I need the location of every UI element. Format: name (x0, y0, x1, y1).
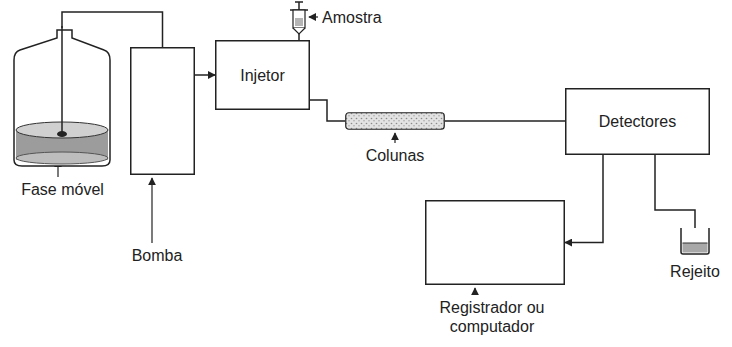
pump-box-outline (130, 47, 195, 175)
node-label: Bomba (112, 246, 202, 265)
node-label: Detectores (599, 112, 676, 131)
leader-arrow (394, 133, 395, 143)
flow-line (298, 34, 300, 40)
solvent-bottle-part (61, 26, 63, 132)
solvent-bottle: Fase móvel (12, 28, 112, 168)
pump-box-part (131, 48, 195, 175)
sample-syringe-part (298, 2, 300, 10)
node-label: Injetor (240, 66, 284, 85)
node-label: Fase móvel (5, 180, 120, 199)
flow-line (445, 120, 565, 122)
flow-line (195, 74, 215, 76)
detector-box-part (566, 89, 710, 155)
flow-line (655, 155, 695, 228)
sample-syringe-part (295, 18, 303, 26)
sample-syringe: Amostra (292, 2, 306, 34)
detector-box: Detectores (565, 88, 710, 155)
node-label: Colunas (350, 146, 440, 165)
flow-line (310, 100, 345, 121)
sample-syringe-outline (292, 2, 306, 34)
recorder-box-outline (425, 200, 565, 285)
waste-beaker-part (681, 228, 709, 254)
pump-box: Bomba (130, 47, 195, 175)
flow-line (565, 155, 603, 243)
node-label: Amostra (322, 8, 412, 27)
sample-syringe-part (293, 28, 305, 34)
waste-beaker-outline (680, 228, 710, 254)
injector-box-part (216, 41, 310, 110)
recorder-box: Registrador ou computador (425, 200, 565, 285)
waste-beaker-part (683, 243, 708, 253)
solvent-bottle-part (16, 152, 108, 164)
leader-arrow (151, 178, 152, 243)
column-outline (345, 112, 445, 130)
solvent-bottle-part (57, 131, 67, 137)
leader-arrow (474, 288, 475, 295)
leader-arrow (309, 16, 318, 17)
waste-beaker: Rejeito (680, 228, 710, 254)
injector-box: Injetor (215, 40, 310, 110)
node-label: Registrador ou computador (412, 298, 572, 336)
solvent-bottle-outline (12, 28, 112, 168)
sample-syringe-part (295, 1, 303, 3)
sample-syringe-part (293, 10, 305, 28)
column-part (346, 113, 445, 130)
node-label: Rejeito (660, 262, 730, 281)
recorder-box-part (426, 201, 565, 285)
column: Colunas (345, 112, 445, 130)
waste-beaker-part (683, 243, 708, 244)
